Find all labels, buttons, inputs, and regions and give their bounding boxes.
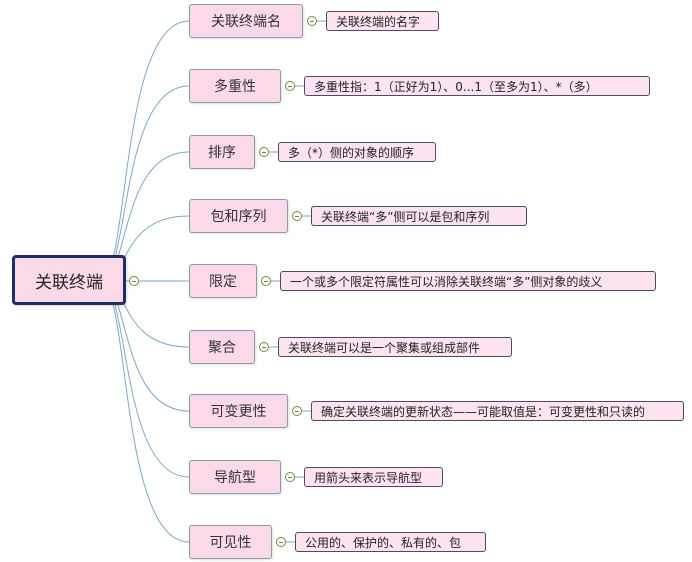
detail-text: 关联终端可以是一个聚集或组成部件 [288,340,481,355]
detail-text: 确定关联终端的更新状态——可能取值是：可变更性和只读的 [321,404,646,419]
root-node[interactable]: 关联终端 [12,255,126,305]
branch-node[interactable]: 关联终端名 [189,4,303,38]
detail-node[interactable]: 公用的、保护的、私有的、包 [295,532,486,552]
branch-label: 包和序列 [210,209,267,225]
detail-text: 关联终端的名字 [336,14,421,29]
collapse-toggle-icon[interactable] [259,147,269,157]
branch-node[interactable]: 限定 [189,264,257,298]
branch-label: 多重性 [214,79,256,95]
collapse-toggle-icon[interactable] [261,276,271,286]
detail-node[interactable]: 多重性指：1（正好为1）、0...1（至多为1）、*（多） [304,76,650,96]
branch-node[interactable]: 排序 [189,135,255,169]
collapse-toggle-icon[interactable] [292,406,302,416]
detail-text: 关联终端“多”侧可以是包和序列 [321,209,490,224]
root-collapse-icon[interactable] [129,276,139,286]
root-to-branch-connector [99,85,190,282]
detail-text: 公用的、保护的、私有的、包 [305,535,462,550]
branch-node[interactable]: 导航型 [189,460,281,494]
detail-node[interactable]: 一个或多个限定符属性可以消除关联终端“多”侧对象的歧义 [280,271,656,291]
branch-label: 关联终端名 [211,14,281,30]
branch-node[interactable]: 可变更性 [189,394,288,428]
detail-text: 用箭头来表示导航型 [314,470,423,485]
branch-node[interactable]: 包和序列 [189,199,288,233]
branch-label: 聚合 [208,340,236,356]
collapse-toggle-icon[interactable] [259,342,269,352]
branch-label: 排序 [208,145,236,161]
root-to-branch-connector [99,280,190,478]
collapse-toggle-icon[interactable] [307,16,317,26]
detail-node[interactable]: 关联终端可以是一个聚集或组成部件 [278,337,512,357]
branch-node[interactable]: 聚合 [189,330,255,364]
root-to-branch-connector [99,20,190,282]
detail-node[interactable]: 确定关联终端的更新状态——可能取值是：可变更性和只读的 [311,401,684,421]
branch-label: 可见性 [209,535,252,551]
branch-label: 限定 [209,274,237,290]
detail-node[interactable]: 用箭头来表示导航型 [304,467,443,487]
detail-node[interactable]: 多（*）侧的对象的顺序 [278,142,436,162]
collapse-toggle-icon[interactable] [285,81,295,91]
detail-node[interactable]: 关联终端的名字 [326,11,439,31]
collapse-toggle-icon[interactable] [285,472,295,482]
branch-label: 可变更性 [210,404,267,420]
root-label: 关联终端 [35,272,103,293]
collapse-toggle-icon[interactable] [292,211,302,221]
detail-text: 多重性指：1（正好为1）、0...1（至多为1）、*（多） [314,79,598,94]
branch-node[interactable]: 可见性 [189,525,272,559]
root-to-branch-connector [99,280,190,543]
branch-label: 导航型 [214,470,256,486]
detail-text: 多（*）侧的对象的顺序 [288,145,415,160]
branch-node[interactable]: 多重性 [189,69,281,103]
detail-text: 一个或多个限定符属性可以消除关联终端“多”侧对象的歧义 [290,274,603,289]
collapse-toggle-icon[interactable] [276,537,286,547]
detail-node[interactable]: 关联终端“多”侧可以是包和序列 [311,206,527,226]
